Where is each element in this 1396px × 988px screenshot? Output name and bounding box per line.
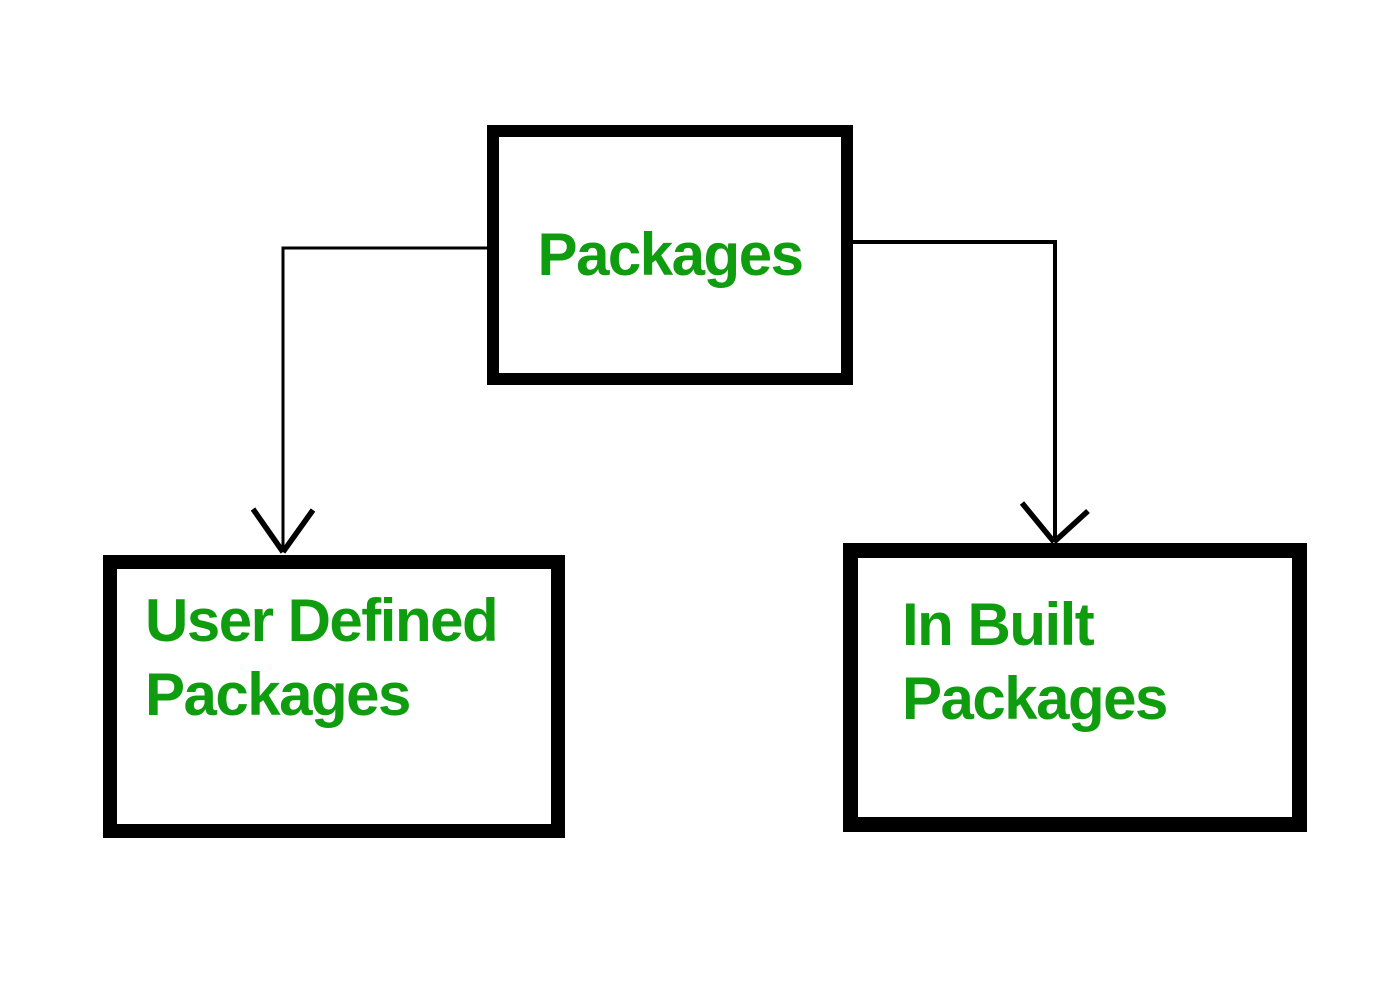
- user-defined-packages-label-line1: User Defined: [145, 587, 499, 654]
- arrow-to-in-built-packages: [851, 240, 1090, 545]
- packages-node: Packages: [487, 125, 853, 385]
- elbow-connector-left: [281, 246, 489, 549]
- user-defined-packages-node-label: User Defined Packages: [145, 584, 546, 732]
- arrowhead-down-icon: [1019, 501, 1090, 545]
- user-defined-packages-node: User Defined Packages: [103, 555, 565, 838]
- user-defined-packages-label-line2: Packages: [145, 661, 411, 728]
- in-built-packages-label-line2: Packages: [902, 665, 1168, 732]
- arrow-to-user-defined-packages: [250, 246, 489, 554]
- packages-node-label: Packages: [537, 221, 804, 288]
- in-built-packages-label-line1: In Built: [902, 591, 1095, 658]
- elbow-connector-right: [851, 240, 1057, 540]
- arrowhead-down-icon: [250, 507, 316, 554]
- in-built-packages-node-label: In Built Packages: [902, 588, 1287, 736]
- in-built-packages-node: In Built Packages: [843, 543, 1307, 832]
